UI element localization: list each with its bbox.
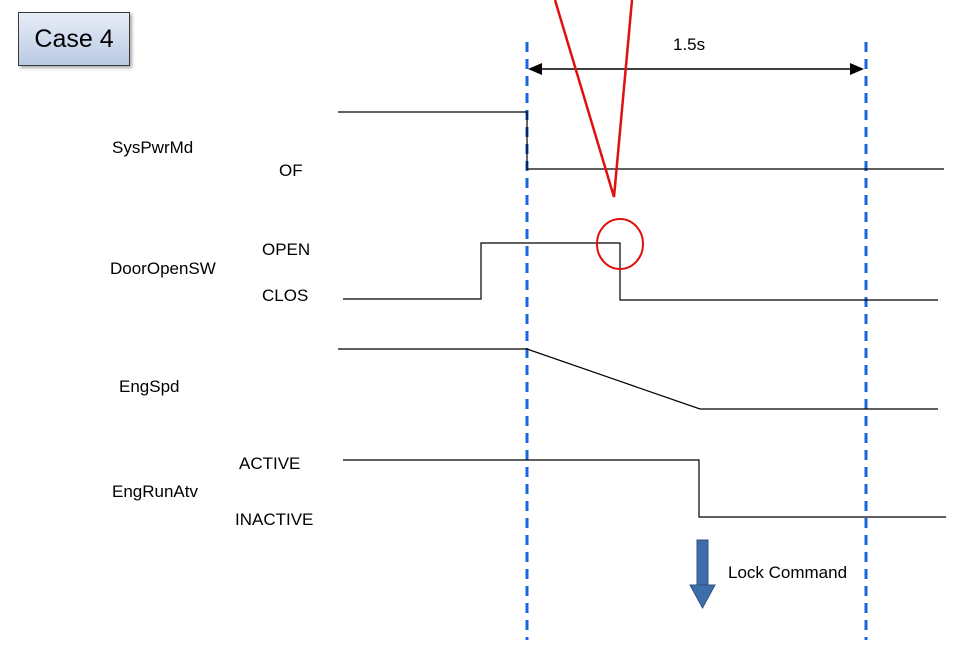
sys-pwr-md-state-low: OF — [279, 161, 303, 180]
eng-run-atv-label: EngRunAtv — [112, 482, 198, 501]
door-open-sw-waveform — [343, 242, 938, 301]
case-label-box: Case 4 — [18, 12, 130, 66]
case-label: Case 4 — [34, 24, 114, 53]
callout-pointer — [553, 0, 634, 198]
lock-arrow-head — [689, 584, 716, 610]
eng-run-atv-waveform — [343, 459, 946, 518]
eng-spd-waveform — [338, 348, 938, 410]
sys-pwr-md-waveform — [338, 111, 944, 170]
eng-run-atv-state-high: ACTIVE — [239, 454, 301, 473]
door-open-sw-state-low: CLOS — [262, 286, 309, 305]
interval-arrow-right-head — [850, 63, 864, 75]
interval-label: 1.5s — [673, 35, 706, 54]
door-open-sw-label: DoorOpenSW — [110, 259, 216, 278]
door-open-sw-state-high: OPEN — [262, 240, 311, 259]
eng-spd-label: EngSpd — [119, 377, 180, 396]
callout-circle — [596, 218, 644, 270]
lock-arrow-shaft — [696, 539, 709, 587]
lock-command-label: Lock Command — [728, 563, 848, 582]
interval-arrow-left-head — [528, 63, 542, 75]
eng-run-atv-state-low: INACTIVE — [235, 510, 314, 529]
sys-pwr-md-label: SysPwrMd — [112, 138, 194, 157]
